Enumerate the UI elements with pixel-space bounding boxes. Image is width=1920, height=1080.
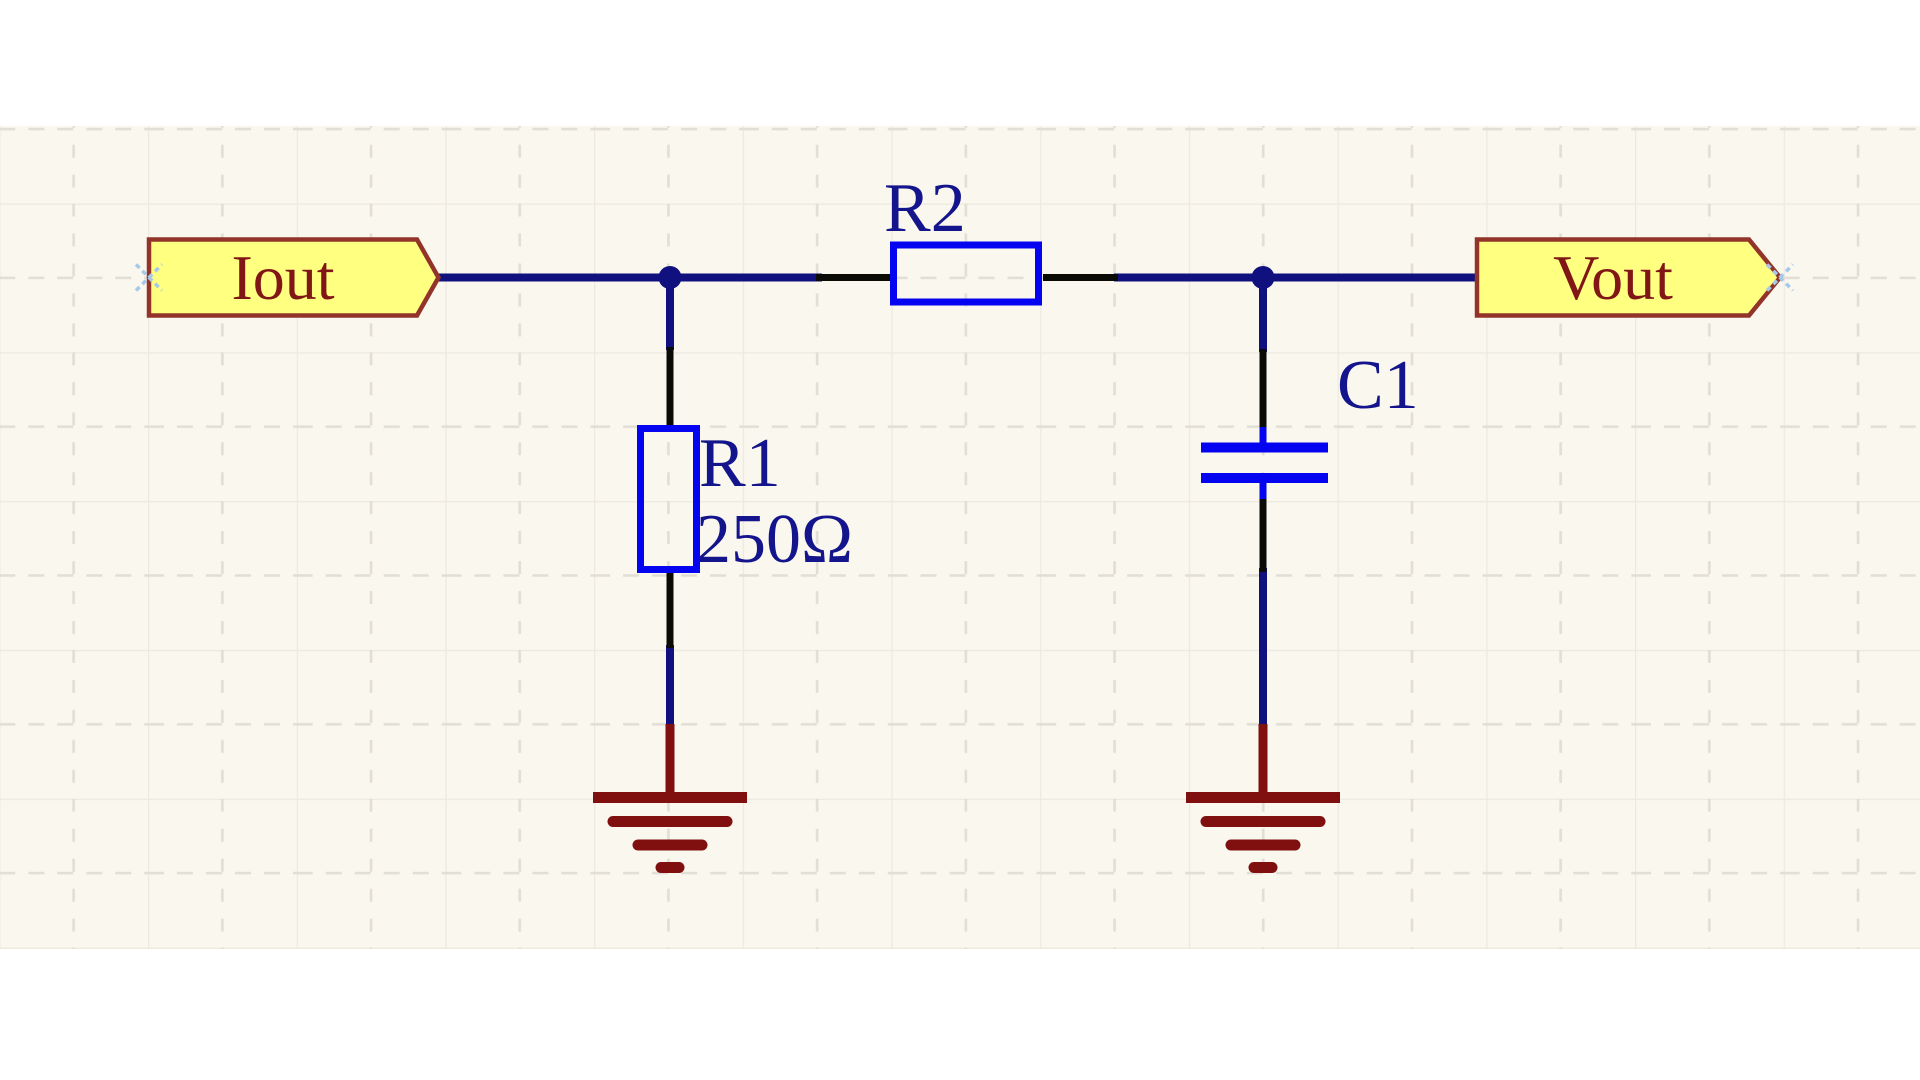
resistor-r2-designator[interactable]: R2	[884, 170, 966, 247]
connection-marker-iout	[134, 263, 164, 292]
resistor-r2-body[interactable]	[890, 241, 1042, 306]
resistor-r1-value[interactable]: 250Ω	[696, 501, 853, 578]
port-iout[interactable]	[146, 237, 442, 318]
port-iout-label[interactable]: Iout	[231, 242, 334, 313]
port-vout-label[interactable]: Vout	[1553, 242, 1673, 313]
capacitor-c1-body[interactable]	[1201, 427, 1328, 499]
connection-marker-vout	[1765, 263, 1795, 292]
capacitor-c1-designator[interactable]: C1	[1337, 347, 1419, 424]
ground-symbol-r1[interactable]	[593, 724, 747, 873]
resistor-r1-designator[interactable]: R1	[699, 425, 781, 502]
port-vout[interactable]	[1474, 237, 1783, 318]
junction-dot-1[interactable]	[658, 266, 682, 289]
ground-symbol-c1[interactable]	[1186, 724, 1340, 873]
resistor-r1-body[interactable]	[637, 425, 700, 573]
junction-dot-2[interactable]	[1251, 266, 1275, 289]
